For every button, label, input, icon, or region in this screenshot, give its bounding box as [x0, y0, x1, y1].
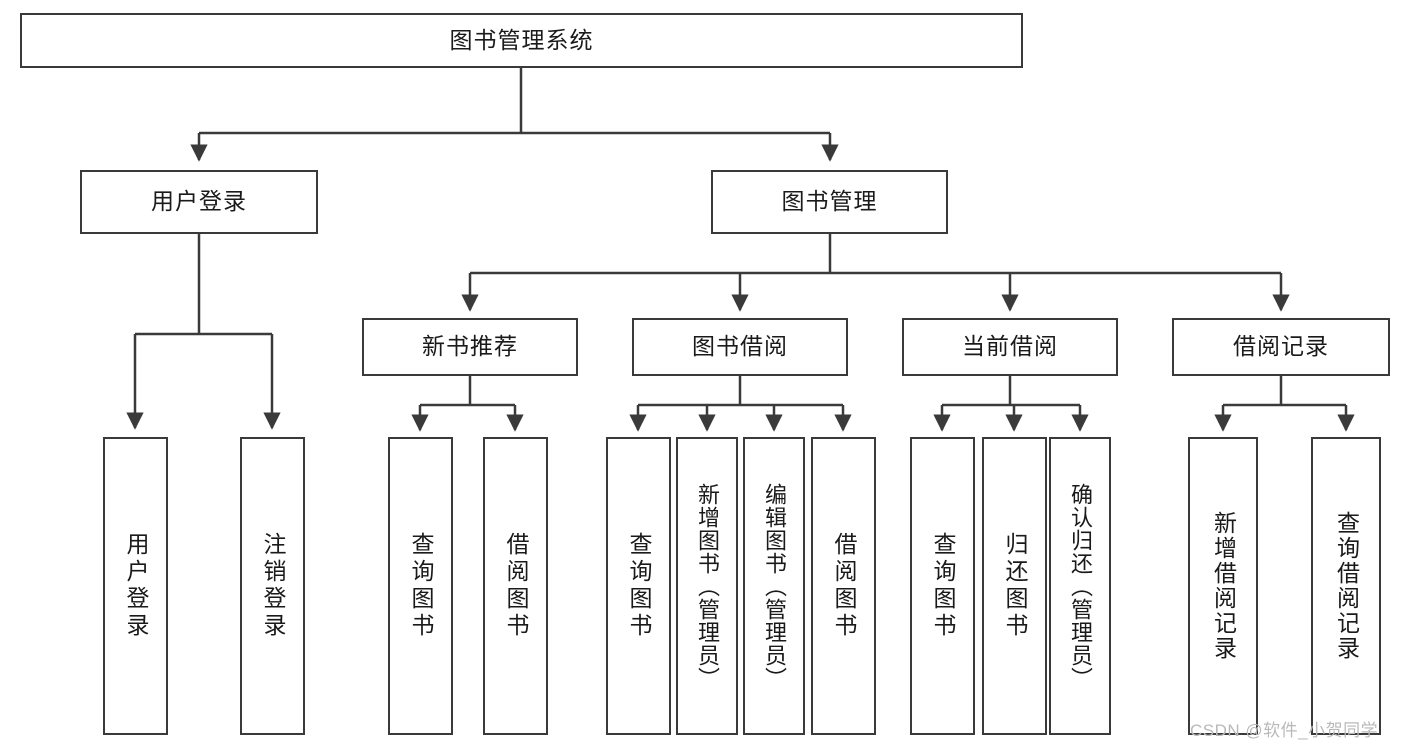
- node-root[interactable]: 图书管理系统: [20, 13, 1023, 68]
- leaf-borrow-book-1-label: 借阅图书: [503, 532, 529, 640]
- leaf-borrow-book-2-label: 借阅图书: [831, 532, 857, 640]
- leaf-borrow-book-1[interactable]: 借阅图书: [483, 437, 548, 735]
- leaf-query-book-1-label: 查询图书: [408, 532, 434, 640]
- node-current-borrow[interactable]: 当前借阅: [902, 318, 1118, 376]
- leaf-confirm-return-label: 确认归还（管理员）: [1068, 482, 1093, 690]
- node-book-borrow[interactable]: 图书借阅: [632, 318, 848, 376]
- leaf-user-logout-label: 注销登录: [260, 532, 286, 640]
- leaf-add-record[interactable]: 新增借阅记录: [1188, 437, 1258, 735]
- edge-book-manage-to-level3: [461, 234, 1290, 312]
- leaf-query-book-3[interactable]: 查询图书: [910, 437, 975, 735]
- leaf-return-book-label: 归还图书: [1002, 532, 1028, 640]
- node-book-manage-label: 图书管理: [781, 188, 878, 215]
- leaf-query-book-3-label: 查询图书: [930, 532, 956, 640]
- node-user-login[interactable]: 用户登录: [80, 170, 318, 234]
- edge-book-borrow-to-leaves: [629, 376, 852, 432]
- edge-current-borrow-to-leaves: [933, 376, 1089, 432]
- leaf-return-book[interactable]: 归还图书: [982, 437, 1047, 735]
- leaf-user-logout[interactable]: 注销登录: [240, 437, 305, 735]
- edge-user-login-to-leaves: [126, 234, 281, 430]
- edge-root-to-level2: [190, 68, 839, 162]
- leaf-add-record-label: 新增借阅记录: [1210, 511, 1237, 661]
- leaf-user-login-label: 用户登录: [123, 532, 149, 640]
- leaf-query-book-2[interactable]: 查询图书: [606, 437, 671, 735]
- edge-borrow-record-to-leaves: [1214, 376, 1355, 432]
- node-root-label: 图书管理系统: [449, 26, 594, 53]
- leaf-edit-book[interactable]: 编辑图书（管理员）: [743, 437, 805, 735]
- node-borrow-record[interactable]: 借阅记录: [1172, 318, 1390, 376]
- node-borrow-record-label: 借阅记录: [1233, 333, 1329, 360]
- node-new-book-rec-label: 新书推荐: [422, 333, 518, 360]
- leaf-query-book-2-label: 查询图书: [626, 532, 652, 640]
- leaf-edit-book-label: 编辑图书（管理员）: [762, 482, 787, 690]
- node-user-login-label: 用户登录: [151, 188, 247, 215]
- leaf-borrow-book-2[interactable]: 借阅图书: [811, 437, 876, 735]
- leaf-add-book-label: 新增图书（管理员）: [695, 482, 720, 690]
- leaf-user-login[interactable]: 用户登录: [103, 437, 168, 735]
- leaf-query-book-1[interactable]: 查询图书: [388, 437, 453, 735]
- node-current-borrow-label: 当前借阅: [962, 333, 1058, 360]
- leaf-confirm-return[interactable]: 确认归还（管理员）: [1049, 437, 1111, 735]
- leaf-query-record-label: 查询借阅记录: [1333, 511, 1360, 661]
- node-new-book-rec[interactable]: 新书推荐: [362, 318, 578, 376]
- leaf-query-record[interactable]: 查询借阅记录: [1311, 437, 1381, 735]
- leaf-add-book[interactable]: 新增图书（管理员）: [676, 437, 738, 735]
- node-book-borrow-label: 图书借阅: [692, 333, 788, 360]
- edge-new-book-rec-to-leaves: [411, 376, 524, 432]
- node-book-manage[interactable]: 图书管理: [711, 170, 948, 234]
